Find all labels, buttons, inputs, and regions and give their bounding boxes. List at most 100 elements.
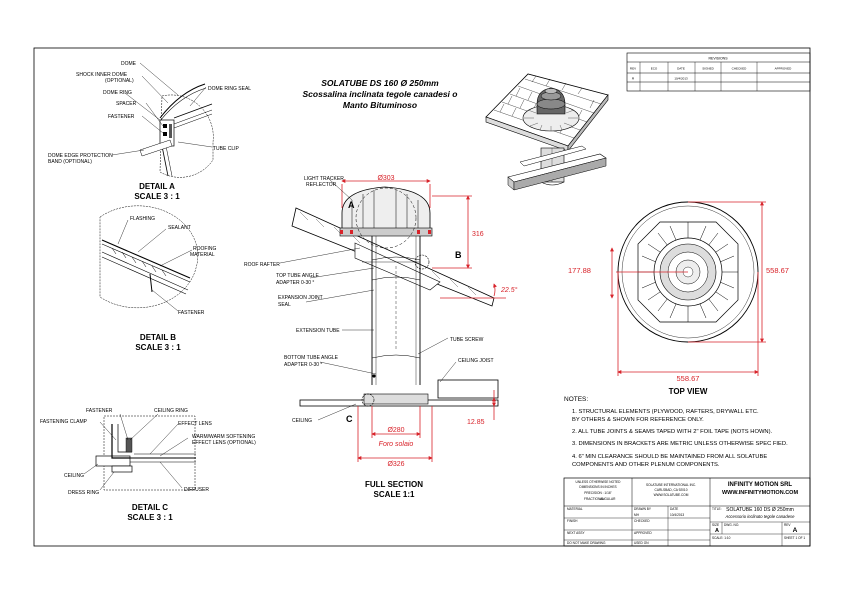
revisions-header-date: DATE: [677, 67, 685, 71]
label-tube-screw: TUBE SCREW: [450, 337, 484, 343]
drawing-heading: SOLATUBE DS 160 Ø 250mm Scossalina incli…: [303, 78, 458, 110]
label-fastener-a: FASTENER: [108, 114, 135, 120]
tb-size-label: SIZE: [712, 523, 719, 527]
tb-website: WWW.INFINITYMOTION.COM: [722, 490, 798, 496]
tb-next-assy: NEXT ASSY: [567, 531, 586, 535]
tb-subtitle: Accessorio inclinato tegole canadese: [725, 514, 796, 519]
tb-size: A: [715, 528, 719, 534]
label-shock-optional: (OPTIONAL): [105, 78, 134, 84]
marker-a: A: [348, 200, 355, 210]
note-3: 3. DIMENSIONS IN BRACKETS ARE METRIC UNL…: [572, 441, 788, 447]
label-flashing: FLASHING: [130, 216, 155, 222]
dim-top-height: 558.67: [766, 266, 789, 275]
tb-finish-label: FINISH: [567, 519, 578, 523]
label-dress-ring: DRESS RING: [68, 490, 99, 496]
tb-do-not-mark: DO NOT MAKE DRAWING: [567, 541, 606, 545]
tb-scale-label: SCALE: 1:10: [712, 536, 731, 540]
note-1: 1. STRUCTURAL ELEMENTS (PLYWOOD, RAFTERS…: [572, 409, 759, 415]
tb-dims-inches: DIMENSIONS IN INCHES: [579, 485, 616, 489]
tb-date: 10/4/2013: [670, 513, 684, 517]
tb-date-label: DATE: [670, 507, 678, 511]
label-top-tube-angle: TOP TUBE ANGLE: [276, 273, 319, 279]
label-bottom-tube-angle: BOTTOM TUBE ANGLE: [284, 355, 339, 361]
title-block: UNLESS OTHERWISE NOTED DIMENSIONS IN INC…: [563, 477, 811, 547]
tb-sheet-label: SHEET 1 OF 1: [784, 536, 805, 540]
notes-heading: NOTES:: [564, 396, 588, 403]
top-view-title: TOP VIEW: [669, 387, 708, 396]
label-dome: DOME: [121, 61, 137, 67]
revisions-header-signed: SIGNED: [702, 67, 714, 71]
tb-precision: PRECISION : 1/16": [584, 491, 612, 495]
dim-inner-diameter: Ø280: [387, 427, 404, 434]
label-band-optional: BAND (OPTIONAL): [48, 159, 92, 165]
revisions-row-rev: A: [632, 77, 635, 81]
detail-b-title: DETAIL B: [140, 333, 176, 342]
tb-rev-label: REV: [784, 523, 791, 527]
drawing-border: [33, 47, 811, 547]
tb-web: WWW.SOLATUBE.COM: [654, 493, 689, 497]
tb-material-label: MATERIAL: [567, 507, 583, 511]
dim-height: 316: [472, 231, 484, 238]
tb-city: CARLSBAD, CA 92010: [655, 488, 688, 492]
label-fastener-c: FASTENER: [86, 408, 113, 414]
tb-product: SOLATUBE 160 DS Ø 250mm: [726, 507, 794, 513]
revisions-header-checked: CHECKED: [732, 67, 748, 71]
tb-rev: A: [793, 527, 798, 534]
detail-a-scale: SCALE 3 : 1: [134, 192, 180, 201]
label-adapter-bottom: ADAPTER 0-30 °: [284, 362, 322, 368]
full-section: Ø303 316 22.5° Ø280 Foro solaio Ø326 12.…: [244, 175, 518, 499]
label-ceiling-joist: CEILING JOIST: [458, 358, 494, 364]
marker-c: C: [346, 414, 353, 424]
label-ceiling-ring: CEILING RING: [154, 408, 188, 414]
label-warm-softening: WARM/WARM SOFTENING: [192, 434, 255, 440]
label-ceiling-c: CEILING: [64, 473, 84, 479]
detail-b: FLASHING SEALANT ROOFING MATERIAL FASTEN…: [99, 205, 216, 352]
dim-ceiling-gap: 12.85: [467, 419, 485, 426]
detail-a-title: DETAIL A: [139, 182, 175, 191]
revisions-header-approved: APPROVED: [775, 67, 793, 71]
heading-line-3: Manto Bituminoso: [343, 100, 417, 110]
dim-top-half: 177.88: [568, 266, 591, 275]
detail-c-title: DETAIL C: [132, 503, 168, 512]
revisions-table: REVISIONS REV ECO DATE SIGNED CHECKED AP…: [626, 52, 811, 92]
label-effect-lens: EFFECT LENS: [178, 421, 212, 427]
label-expansion-joint: EXPANSION JOINT: [278, 295, 323, 301]
dim-angle: 22.5°: [500, 286, 518, 294]
label-adapter-top: ADAPTER 0-30 °: [276, 280, 314, 286]
dim-dome-diameter: Ø303: [377, 175, 394, 182]
heading-line-2: Scossalina inclinata tegole canadesi o: [303, 89, 458, 99]
tb-title-label: TITLE:: [712, 507, 722, 511]
detail-b-scale: SCALE 3 : 1: [135, 343, 181, 352]
revisions-header-rev: REV: [630, 67, 636, 71]
notes: NOTES: 1. STRUCTURAL ELEMENTS (PLYWOOD, …: [564, 396, 788, 468]
label-dome-ring-seal: DOME RING SEAL: [208, 86, 251, 92]
marker-b: B: [455, 250, 462, 260]
note-2: 2. ALL TUBE JOINTS & SEAMS TAPED WITH 2"…: [572, 429, 773, 435]
tb-address: SOLATUBE INTERNATIONAL INC.: [646, 483, 696, 487]
dim-hole-label: Foro solaio: [379, 441, 414, 448]
revisions-title: REVISIONS: [708, 57, 728, 61]
heading-line-1: SOLATUBE DS 160 Ø 250mm: [321, 78, 439, 88]
tb-fraction: FRACTIONAL: [584, 497, 604, 501]
tb-angle: ANGULAR: [600, 497, 616, 501]
tb-drawn-label: DRAWN BY: [634, 507, 652, 511]
note-1-cont: BY OTHERS & SHOWN FOR REFERENCE ONLY.: [572, 417, 704, 423]
label-roof-rafter: ROOF RAFTER: [244, 262, 280, 268]
label-fastening-clamp: FASTENING CLAMP: [40, 419, 88, 425]
label-shock-inner-dome: SHOCK INNER DOME: [76, 72, 128, 78]
tb-drawn-by: MH: [634, 513, 640, 517]
detail-c-scale: SCALE 3 : 1: [127, 513, 173, 522]
full-section-scale: SCALE 1:1: [374, 490, 415, 499]
label-dome-edge-protection: DOME EDGE PROTECTION: [48, 153, 113, 159]
note-4-cont: COMPONENTS AND OTHER PLENUM COMPONENTS.: [572, 462, 720, 468]
label-ceiling-section: CEILING: [292, 418, 312, 424]
tb-checked-label: CHECKED: [634, 519, 650, 523]
label-effect-lens-optional: EFFECT LENS (OPTIONAL): [192, 440, 256, 446]
detail-c: FASTENER CEILING RING FASTENING CLAMP EF…: [40, 408, 256, 522]
top-view: 177.88 558.67 558.67 TOP VIEW: [568, 201, 789, 396]
label-sealant: SEALANT: [168, 225, 191, 231]
label-reflector: REFLECTOR: [306, 182, 337, 188]
label-seal: SEAL: [278, 302, 291, 308]
revisions-row-date: 10/4/2013: [674, 77, 688, 81]
